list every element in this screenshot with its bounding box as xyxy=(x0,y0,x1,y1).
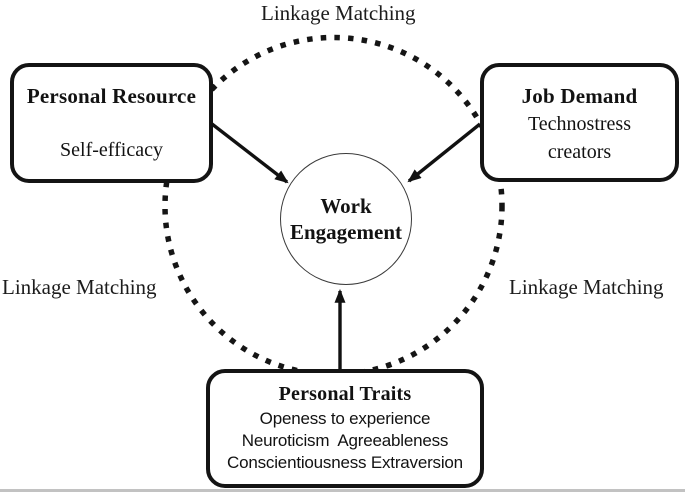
personal-traits-line-3: Conscientiousness Extraversion xyxy=(227,453,463,472)
personal-resource-subtitle: Self-efficacy xyxy=(60,139,163,161)
work-engagement-title-line1: Work xyxy=(320,194,372,218)
node-work-engagement: Work Engagement xyxy=(280,153,412,285)
arrow-personal-resource-to-work-engagement xyxy=(210,122,289,184)
personal-traits-lines: Openess to experience Neuroticism Agreea… xyxy=(227,408,463,474)
linkage-matching-label-left: Linkage Matching xyxy=(2,275,157,299)
personal-traits-line-2: Neuroticism Agreeableness xyxy=(241,431,449,450)
arrow-job-demand-to-work-engagement xyxy=(407,122,482,183)
node-personal-resource: Personal Resource Self-efficacy xyxy=(10,63,213,183)
job-demand-subtitle-line2: creators xyxy=(547,141,612,163)
node-personal-traits: Personal Traits Openess to experience Ne… xyxy=(206,369,484,488)
linkage-matching-label-right: Linkage Matching xyxy=(509,275,664,299)
job-demand-subtitle-line1: Technostress xyxy=(527,113,632,135)
job-demand-title: Job Demand xyxy=(521,84,638,108)
personal-traits-title: Personal Traits xyxy=(278,383,412,405)
work-engagement-title-line2: Engagement xyxy=(290,220,402,244)
personal-traits-line-1: Openess to experience xyxy=(259,409,431,428)
personal-resource-title: Personal Resource xyxy=(26,84,197,108)
node-job-demand: Job Demand Technostress creators xyxy=(480,63,679,182)
linkage-matching-label-top: Linkage Matching xyxy=(261,1,416,25)
page-bottom-rule xyxy=(0,489,685,492)
